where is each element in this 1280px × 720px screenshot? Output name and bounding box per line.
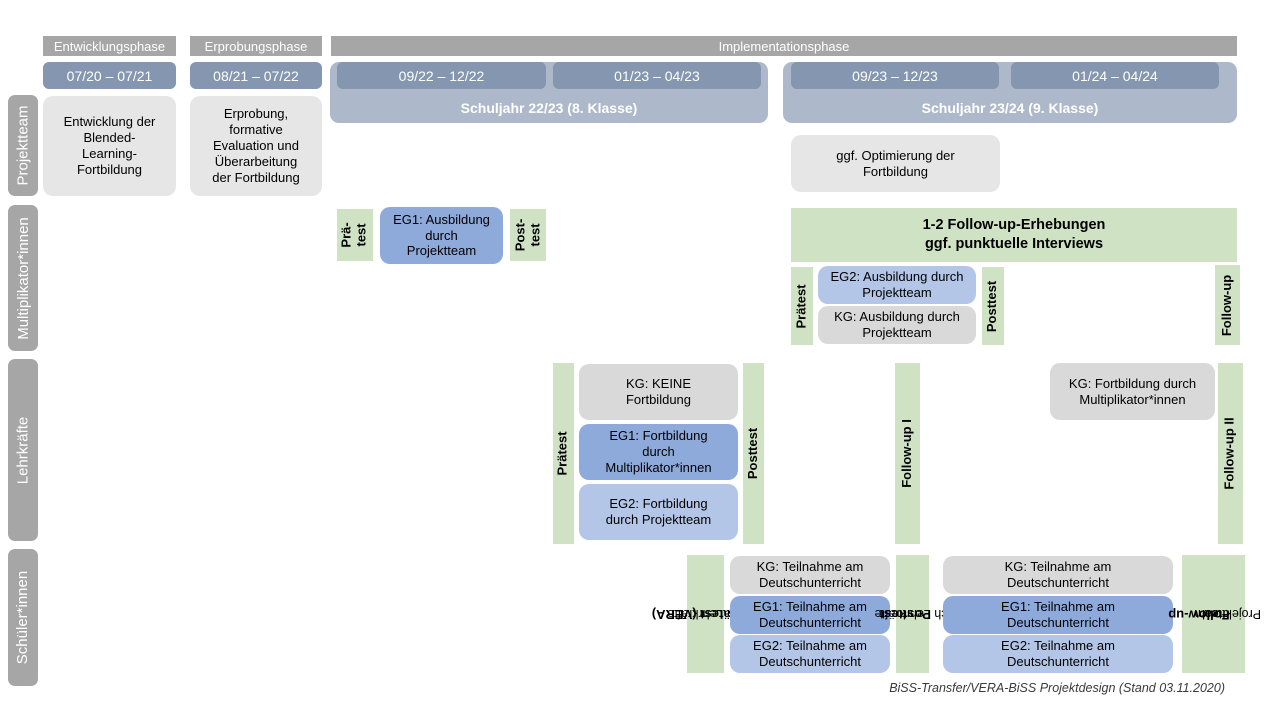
phase-bar-erprobung: Erprobungsphase [190,36,322,56]
row-label-text: Multiplikator*innen [14,216,32,340]
followup-label: Follow-up [1219,274,1235,336]
box-followup-erhebungen-header: 1-2 Follow-up-Erhebungen ggf. punktuelle… [791,208,1237,262]
posttest-schueler-label: Posttest durch Lehrkräfte [874,568,965,659]
box-followup-multiplikatoren: Follow-up [1215,265,1240,345]
box-posttest-multiplikatoren: Post- test [510,209,546,261]
praetest-label: Prä- test [339,222,369,248]
box-followup-1: Follow-up I [895,363,920,544]
date-bar-0123-0423: 01/23 – 04/23 [553,62,761,89]
box-entwicklung-fortbildung: Entwicklung der Blended- Learning- Fortb… [43,96,176,196]
box-posttest-schueler: Posttest durch Lehrkräfte [874,555,965,673]
row-label-text: Projektteam [14,105,32,186]
box-praetest-2: Prätest [791,267,813,345]
date-bar-0821-0722: 08/21 – 07/22 [190,62,322,89]
box-optimierung-fortbildung: ggf. Optimierung der Fortbildung [791,135,1000,192]
box-followup-projektteam: Follow-up durch Projektteam [1168,555,1262,673]
followup-sub-projektteam: Projektteam [1194,607,1262,622]
posttest-label: Post- test [512,218,542,252]
box-eg1-ausbildung: EG1: Ausbildung durch Projektteam [380,207,503,264]
date-bar-0922-1222: 09/22 – 12/22 [337,62,546,89]
row-label-multiplikatoren: Multiplikator*innen [8,205,38,351]
school-year-label: Schuljahr 22/23 (8. Klasse) [460,100,638,116]
box-praetest-vera: Prätest (VERA) durch Lehrkräfte [652,555,758,673]
box-followup-2: Follow-up II [1218,363,1243,544]
row-label-text: Lehrkräfte [14,416,32,484]
followup-projektteam-label: Follow-up durch Projektteam [1168,581,1261,648]
box-praetest-lehrkraefte: Prätest [553,363,574,544]
box-kg-teilnahme-2: KG: Teilnahme am Deutschunterricht [943,556,1173,594]
box-kg-fortbildung-multiplikatoren: KG: Fortbildung durch Multiplikator*inne… [1050,363,1215,420]
praetest-label: Prätest [793,283,809,329]
school-year-label: Schuljahr 23/24 (9. Klasse) [921,100,1099,116]
box-eg2-ausbildung: EG2: Ausbildung durch Projektteam [818,266,976,304]
box-kg-keine-fortbildung: KG: KEINE Fortbildung [579,364,738,420]
box-posttest-lehrkraefte: Posttest [743,363,764,544]
box-eg1-fortbildung: EG1: Fortbildung durch Multiplikator*inn… [579,424,738,480]
posttest-label: Posttest [984,280,1000,332]
phase-bar-entwicklung: Entwicklungsphase [43,36,176,56]
praetest-vera-label: Prätest (VERA) durch Lehrkräfte [652,568,758,660]
posttest-label: Posttest [745,427,761,480]
box-eg2-teilnahme-1: EG2: Teilnahme am Deutschunterricht [730,635,890,673]
box-praetest-multiplikatoren: Prä- test [337,209,373,261]
footer-caption: BiSS-Transfer/VERA-BiSS Projektdesign (S… [889,681,1225,695]
date-bar-0124-0424: 01/24 – 04/24 [1011,62,1219,89]
row-label-schueler: Schüler*innen [8,549,38,686]
row-label-projektteam: Projektteam [8,95,38,196]
box-eg2-teilnahme-2: EG2: Teilnahme am Deutschunterricht [943,635,1173,673]
date-bar-0923-1223: 09/23 – 12/23 [791,62,999,89]
followup-2-label: Follow-up II [1222,417,1238,490]
phase-bar-implementation: Implementationsphase [331,36,1237,56]
box-eg1-teilnahme-2: EG1: Teilnahme am Deutschunterricht [943,596,1173,634]
box-eg1-teilnahme-1: EG1: Teilnahme am Deutschunterricht [730,596,890,634]
praetest-label: Prätest [555,431,571,476]
box-kg-teilnahme-1: KG: Teilnahme am Deutschunterricht [730,556,890,594]
box-erprobung-evaluation: Erprobung, formative Evaluation und Über… [190,96,322,196]
box-kg-ausbildung: KG: Ausbildung durch Projektteam [818,306,976,344]
row-label-lehrkraefte: Lehrkräfte [8,359,38,541]
date-bar-0720-0721: 07/20 – 07/21 [43,62,176,89]
box-posttest-2: Posttest [982,267,1004,345]
row-label-text: Schüler*innen [14,570,32,665]
followup-1-label: Follow-up I [899,419,915,488]
box-eg2-fortbildung: EG2: Fortbildung durch Projektteam [579,484,738,540]
